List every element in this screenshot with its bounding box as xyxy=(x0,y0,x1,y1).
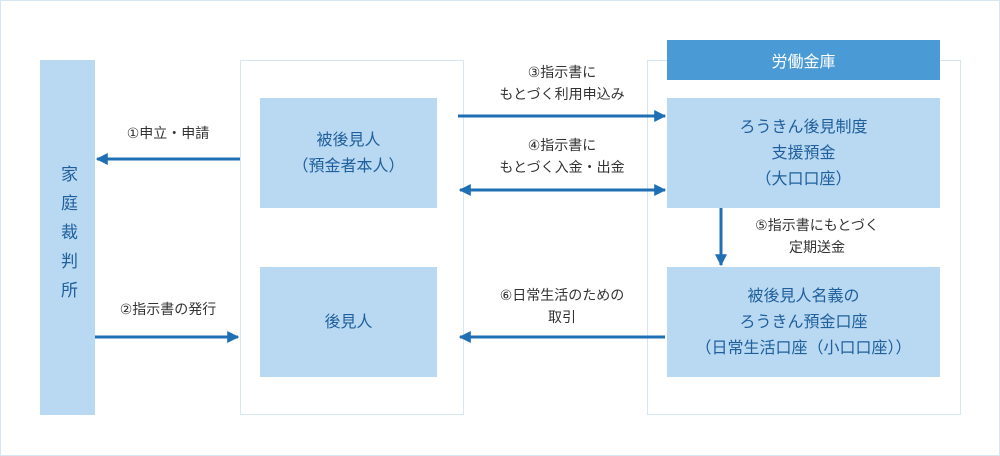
label-step1: ①申立・申請 xyxy=(126,126,210,142)
label-step5-line2: 定期送金 xyxy=(789,240,845,256)
label-step3: ③指示書に もとづく利用申込み xyxy=(462,62,662,106)
bank-account-line1: 被後見人名義の xyxy=(747,286,860,305)
ward-box-line1: 被後見人 xyxy=(316,130,381,149)
bank-header: 労働金庫 xyxy=(667,40,940,80)
bank-system-line1: ろうきん後見制度 xyxy=(739,117,868,136)
bank-account-line2: ろうきん預金口座 xyxy=(739,312,868,331)
bank-system-box: ろうきん後見制度 支援預金 （大口口座） xyxy=(667,98,940,208)
bank-account-box: 被後見人名義の ろうきん預金口座 （日常生活口座（小口口座）） xyxy=(667,267,940,377)
ward-box: 被後見人 （預金者本人） xyxy=(260,98,437,208)
label-step3-line1: ③指示書に xyxy=(527,65,597,81)
label-step5-line1: ⑤指示書にもとづく xyxy=(755,218,879,234)
family-court-label: 家庭裁判所 xyxy=(57,165,77,310)
label-step4: ④指示書に もとづく入金・出金 xyxy=(462,135,662,179)
ward-box-line2: （預金者本人） xyxy=(292,156,405,175)
label-step6-line1: ⑥日常生活のための xyxy=(499,288,625,304)
guardian-box: 後見人 xyxy=(260,267,437,377)
bank-system-line3: （大口口座） xyxy=(755,169,852,188)
label-step6: ⑥日常生活のための 取引 xyxy=(462,285,662,329)
guardian-box-label: 後見人 xyxy=(324,312,373,331)
family-court-box: 家庭裁判所 xyxy=(40,60,95,415)
label-step4-line1: ④指示書に xyxy=(527,138,597,154)
bank-system-line2: 支援預金 xyxy=(771,143,836,162)
label-step4-line2: もとづく入金・出金 xyxy=(499,160,625,176)
bank-account-line3: （日常生活口座（小口口座）） xyxy=(695,338,912,357)
label-step5: ⑤指示書にもとづく 定期送金 xyxy=(732,215,902,259)
label-step2: ②指示書の発行 xyxy=(119,302,217,318)
label-step6-line2: 取引 xyxy=(548,310,576,326)
label-step3-line2: もとづく利用申込み xyxy=(499,87,625,103)
